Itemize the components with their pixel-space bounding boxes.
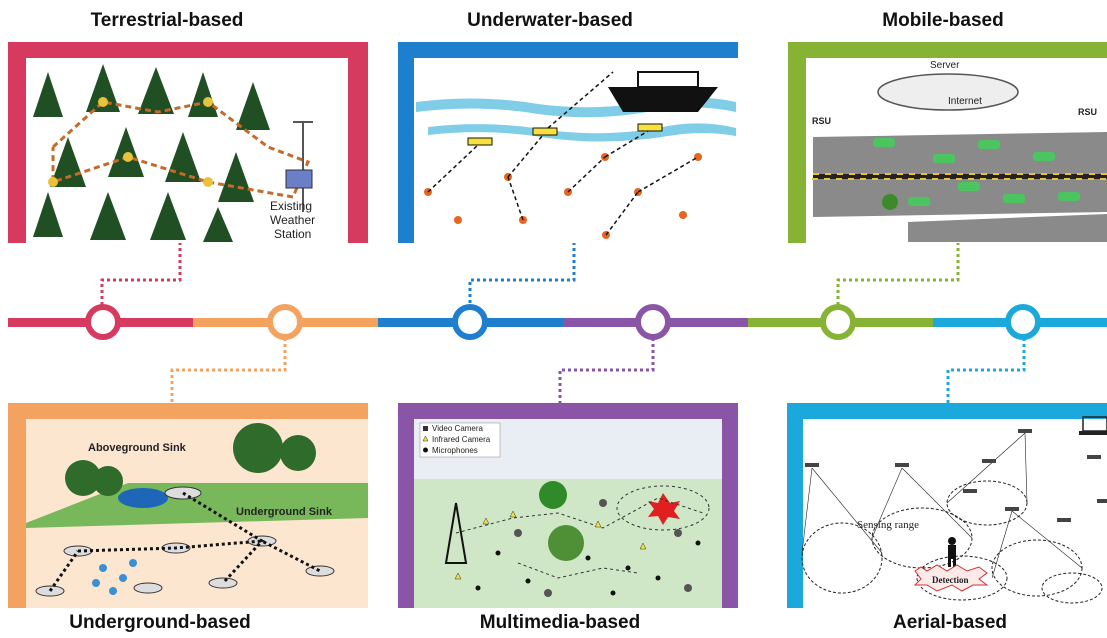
ship-icon xyxy=(608,71,718,112)
timeline-segments xyxy=(8,318,1107,327)
node-multimedia xyxy=(635,304,671,340)
title-terrestrial: Terrestrial-based xyxy=(90,10,244,31)
panel-underground: Aboveground Sink Underground Sink xyxy=(8,403,368,608)
connector-multimedia xyxy=(558,332,655,403)
title-aerial: Aerial-based xyxy=(892,612,1008,633)
node-terrestrial xyxy=(85,304,121,340)
sensor-links xyxy=(51,100,310,199)
aboveground-sink-label: Aboveground Sink xyxy=(88,442,187,454)
panel-multimedia: Video Camera Infrared Camera Microphones xyxy=(398,403,738,608)
panel-aerial: Sensing range Detection xyxy=(787,403,1107,608)
soldier-icon xyxy=(948,537,956,567)
detection-label: Detection xyxy=(932,575,968,585)
legend: Video Camera Infrared Camera Microphones xyxy=(419,422,501,458)
node-aerial xyxy=(1005,304,1041,340)
title-mobile: Mobile-based xyxy=(882,10,1004,31)
connector-terrestrial xyxy=(100,242,182,312)
rsu-left-label: RSU xyxy=(812,116,831,126)
panel-mobile: Server Internet RSU RSU xyxy=(788,42,1107,243)
station-label-1: Existing xyxy=(270,199,312,213)
tree-icons xyxy=(65,423,316,496)
station-label-3: Station xyxy=(274,227,311,241)
node-underwater xyxy=(452,304,488,340)
panel-terrestrial: Existing Weather Station xyxy=(8,42,368,243)
laptop-icon xyxy=(1079,416,1107,435)
internet-label: Internet xyxy=(948,96,982,107)
weather-station-icon xyxy=(285,121,313,212)
legend-infrared: Infrared Camera xyxy=(432,435,491,444)
server-label: Server xyxy=(930,60,960,71)
connector-underground xyxy=(170,332,287,403)
title-multimedia: Multimedia-based xyxy=(479,612,641,633)
title-underwater: Underwater-based xyxy=(467,10,633,31)
connector-mobile xyxy=(836,242,960,312)
node-underground xyxy=(267,304,303,340)
connector-underwater xyxy=(468,242,576,312)
node-mobile xyxy=(820,304,856,340)
legend-mic: Microphones xyxy=(432,446,478,455)
sensing-range-label: Sensing range xyxy=(857,519,919,531)
detection-burst xyxy=(913,564,989,592)
underground-sink-label: Underground Sink xyxy=(236,506,333,518)
title-underground: Underground-based xyxy=(69,612,251,633)
station-label-2: Weather xyxy=(270,213,315,227)
legend-video: Video Camera xyxy=(432,424,484,433)
panel-underwater xyxy=(398,42,738,243)
drone-icons xyxy=(805,429,1107,522)
connector-aerial xyxy=(946,332,1026,403)
tower-icon xyxy=(444,502,468,564)
rsu-right-label: RSU xyxy=(1078,107,1097,117)
cloud-icon xyxy=(877,73,1019,111)
